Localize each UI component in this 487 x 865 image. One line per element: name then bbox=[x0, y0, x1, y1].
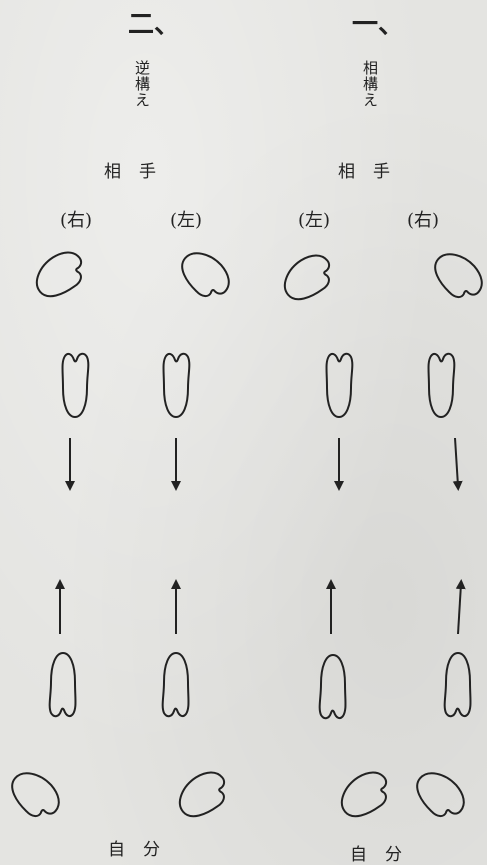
self-foot-1 bbox=[3, 764, 66, 825]
arrow-down-4 bbox=[455, 438, 458, 486]
opponent-front-foot-3 bbox=[327, 354, 353, 417]
opponent-front-foot-1 bbox=[63, 354, 89, 417]
self-foot-3 bbox=[333, 764, 396, 825]
arrow-up-4 bbox=[458, 584, 461, 634]
opponent-foot-4 bbox=[426, 245, 487, 306]
opponent-front-foot-4 bbox=[429, 354, 455, 417]
opponent-front-foot-2 bbox=[164, 354, 190, 417]
self-foot-4 bbox=[408, 764, 471, 825]
self-foot-2 bbox=[171, 764, 234, 825]
opponent-foot-3 bbox=[276, 247, 339, 308]
self-front-foot-3 bbox=[320, 655, 346, 718]
opponent-foot-1 bbox=[28, 244, 91, 305]
opponent-foot-2 bbox=[173, 244, 236, 305]
self-front-foot-2 bbox=[163, 653, 189, 716]
self-front-foot-4 bbox=[445, 653, 471, 716]
self-front-foot-1 bbox=[50, 653, 76, 716]
